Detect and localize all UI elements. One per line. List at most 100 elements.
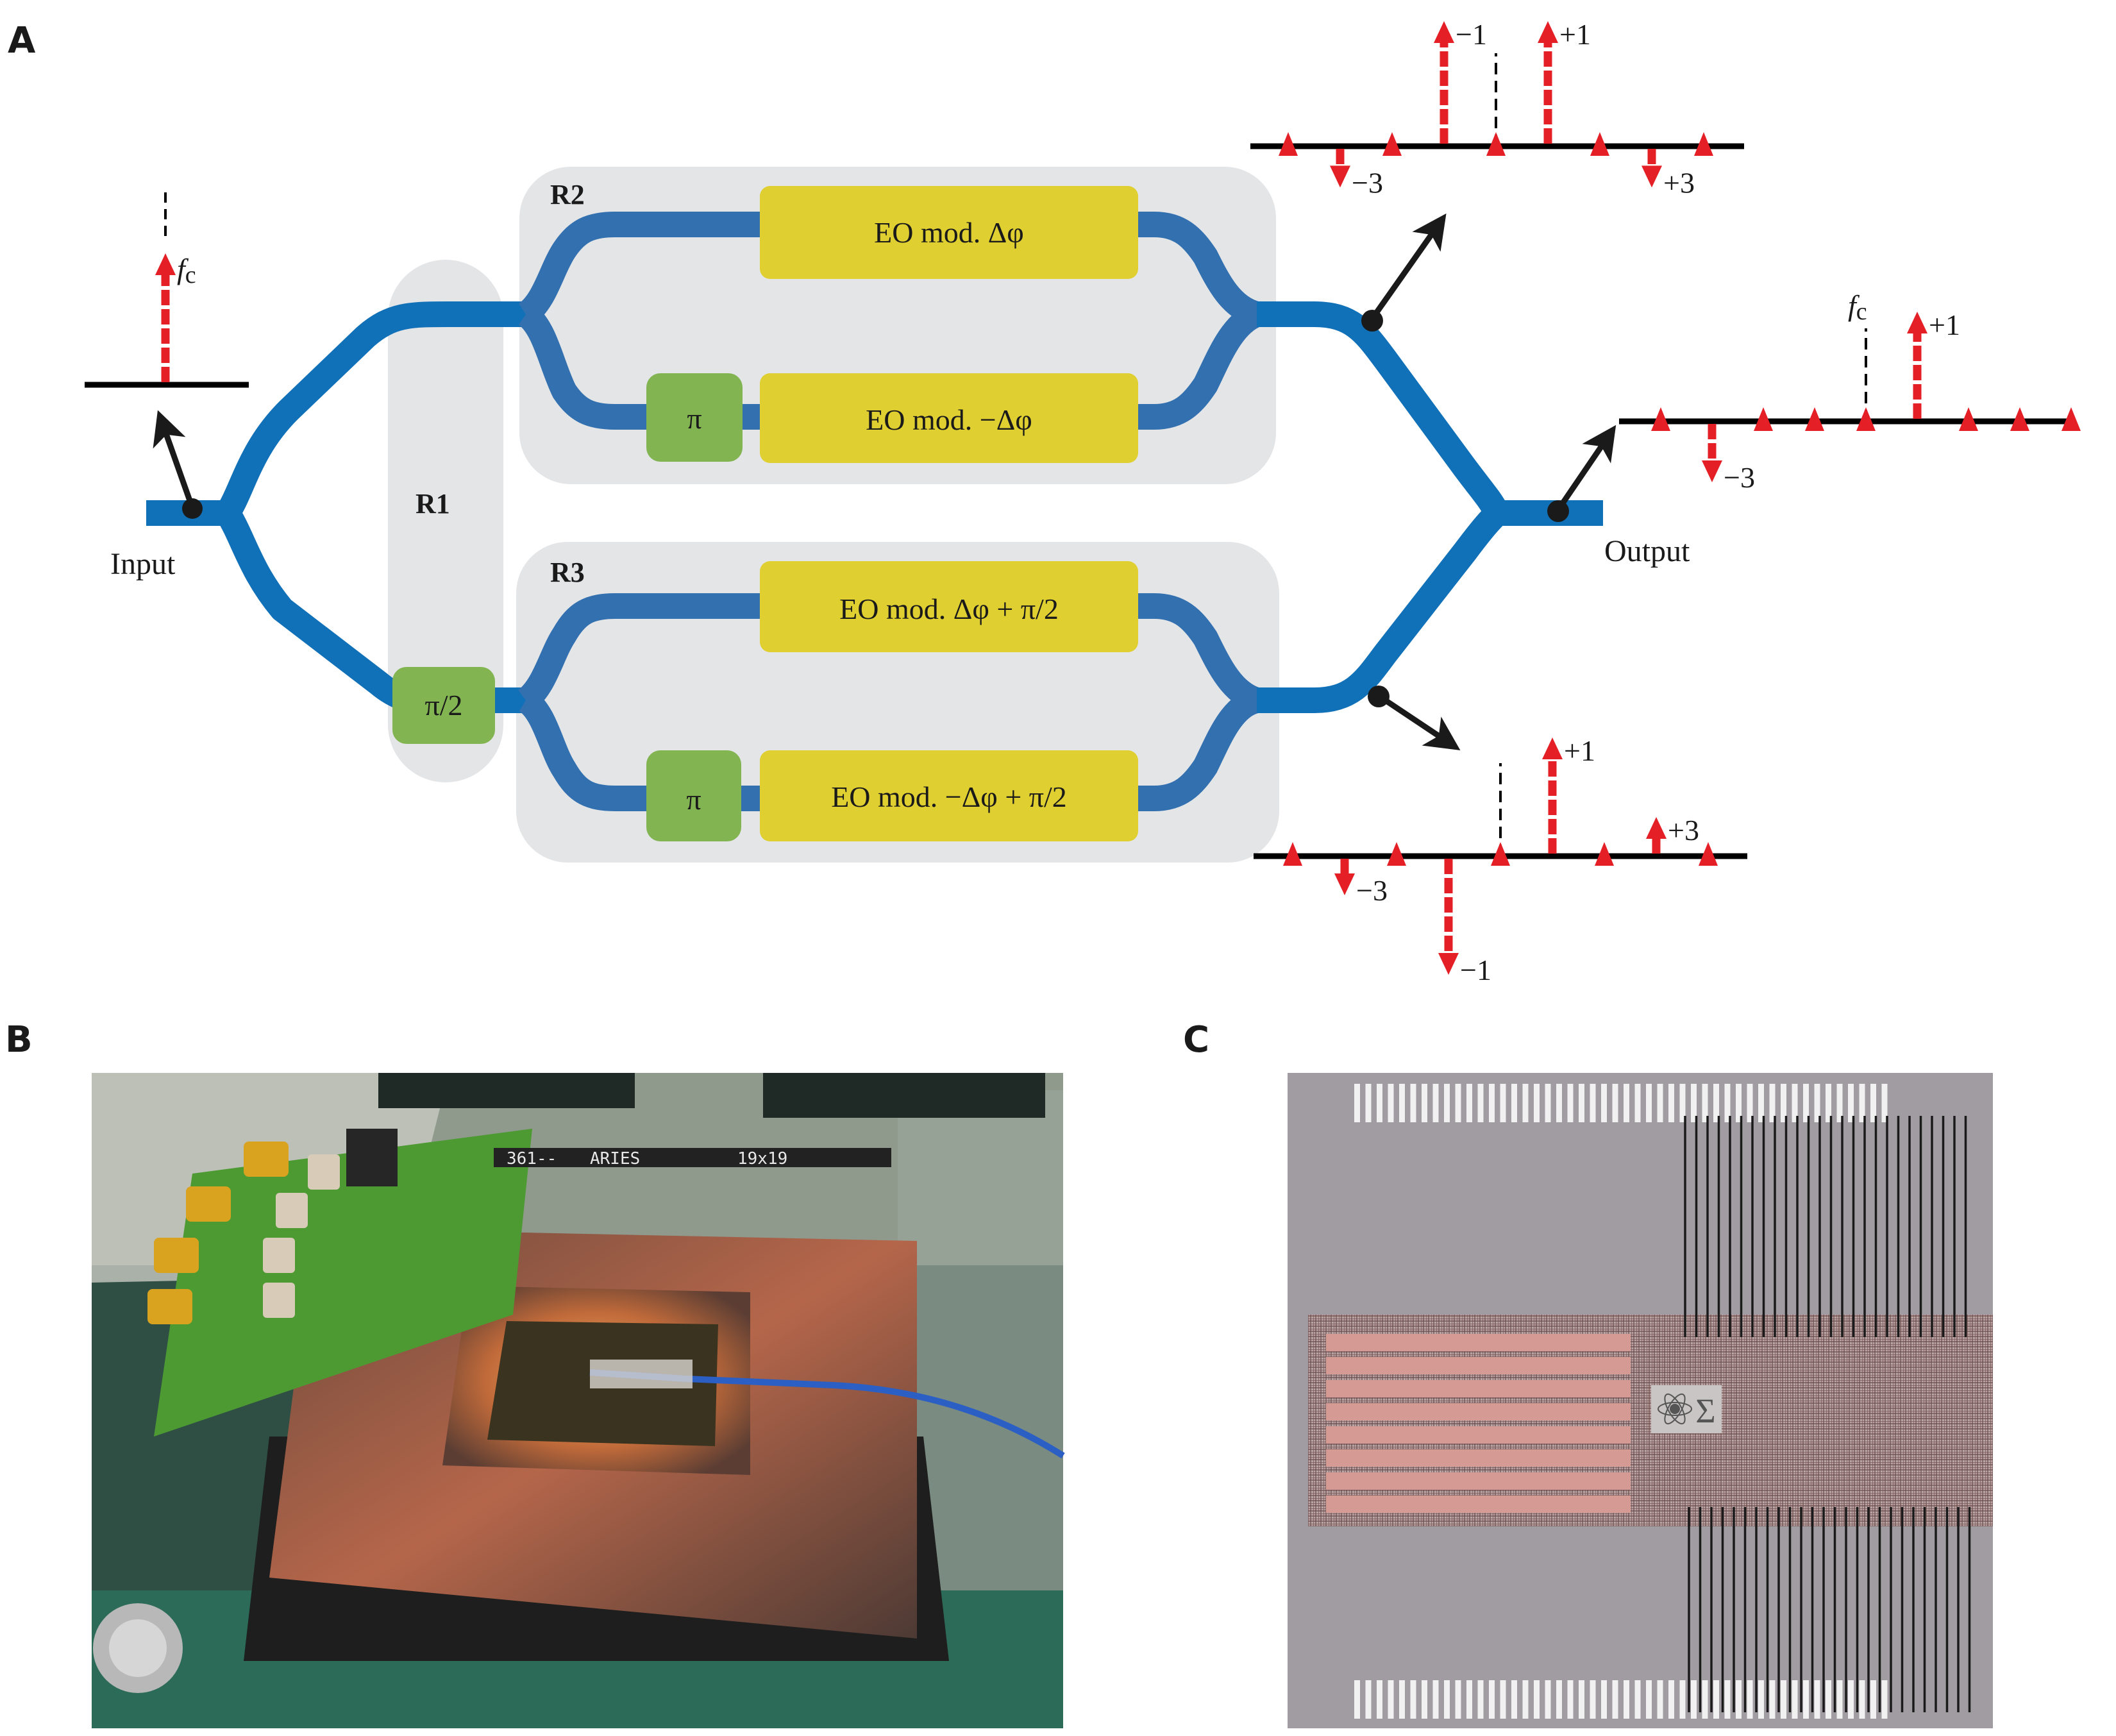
modulator-r3-top-label: EO mod. Δφ + π/2 (839, 593, 1059, 625)
bond-pad (1354, 1680, 1360, 1719)
bond-pad (1399, 1680, 1405, 1719)
sideband-label: +3 (1668, 814, 1699, 847)
bond-pad (1657, 1680, 1663, 1719)
bond-pad (1646, 1084, 1652, 1122)
bond-pad (1410, 1680, 1416, 1719)
phase-shifter-r2-label: π (687, 402, 701, 435)
probe-arrow-r2 (1370, 213, 1447, 321)
bond-pad (1422, 1680, 1427, 1719)
suppressed-marker-r2 (1486, 132, 1506, 156)
bond-pad (1870, 1680, 1876, 1719)
spectrum-r2: −3−1+1+3 (1250, 18, 1744, 199)
bond-pads-top (1354, 1084, 1888, 1122)
suppressed-marker-out (2061, 407, 2081, 431)
bond-pad (1657, 1084, 1663, 1122)
bond-pad (1836, 1084, 1843, 1122)
bond-pad (1567, 1084, 1574, 1122)
socket-label-2: ARIES (590, 1149, 640, 1168)
optical-fiber (589, 1369, 1065, 1459)
bond-pad (1679, 1084, 1686, 1122)
bond-pad (1444, 1084, 1450, 1122)
suppressed-marker-r2 (1279, 132, 1298, 156)
bond-pad (1624, 1084, 1629, 1122)
waveguide-combiner-upper (1257, 301, 1509, 519)
bond-pad (1769, 1680, 1776, 1719)
carrier-label-out: fc (1848, 289, 1867, 325)
waveguide-r3-top-out (1129, 593, 1262, 713)
sigma-logo: Σ (1695, 1392, 1715, 1430)
sideband-label: +1 (1564, 734, 1595, 767)
bond-pad (1792, 1084, 1798, 1122)
waveguide-network (146, 212, 1603, 811)
bond-pad (1758, 1680, 1764, 1719)
sideband-label: +3 (1663, 166, 1695, 199)
atom-icon (1670, 1404, 1680, 1414)
bond-pad (1747, 1680, 1753, 1719)
bond-pad (1679, 1680, 1686, 1719)
bond-pad (1691, 1084, 1697, 1122)
bond-pad (1556, 1680, 1562, 1719)
bond-pad (1724, 1084, 1731, 1122)
bond-pad (1545, 1680, 1551, 1719)
bond-pad (1668, 1084, 1674, 1122)
chip-logo (1651, 1385, 1722, 1433)
bond-pad (1466, 1680, 1472, 1719)
bond-pad (1634, 1084, 1641, 1122)
bond-pad (1365, 1680, 1372, 1719)
bond-pad (1724, 1680, 1731, 1719)
waveguide-r2-bottom-out (1129, 302, 1263, 430)
suppressed-marker-out (1754, 407, 1773, 431)
bond-pad (1601, 1680, 1607, 1719)
sideband-label: +1 (1929, 308, 1960, 341)
sideband-r2-1-head (1434, 21, 1454, 43)
waveguide-r2-top (517, 212, 760, 325)
electrode (1326, 1380, 1631, 1397)
bond-pad (1432, 1084, 1439, 1122)
suppressed-marker-r3 (1387, 842, 1406, 866)
suppressed-marker-r2 (1382, 132, 1402, 156)
bond-pad (1803, 1680, 1809, 1719)
electrode (1326, 1449, 1631, 1467)
bond-pad (1534, 1680, 1540, 1719)
sideband-r3-2-head (1542, 737, 1563, 759)
bond-pad (1713, 1084, 1719, 1122)
waveguide-r2-top-out (1129, 212, 1261, 327)
suppressed-marker-out (1651, 407, 1670, 431)
bond-pads-bottom (1354, 1680, 1888, 1719)
bond-pad (1477, 1084, 1484, 1122)
bond-pad (1377, 1084, 1382, 1122)
sideband-r2-2-head (1538, 21, 1558, 43)
spectrum-out: −3 +1 fc (1619, 289, 2081, 494)
phase-shifter-r3: π (646, 750, 741, 841)
bond-pad (1859, 1680, 1865, 1719)
modulator-r2-top: EO mod. Δφ (760, 186, 1138, 279)
waveguide-combiner-lower (1257, 503, 1507, 713)
sideband-r3-3-head (1646, 816, 1667, 839)
bond-pad (1377, 1680, 1382, 1719)
socket-label-strip (494, 1148, 891, 1167)
bond-pad (1410, 1084, 1416, 1122)
waveguide-r3-bottom (518, 689, 760, 811)
bond-pad (1422, 1084, 1427, 1122)
suppressed-marker-out (1805, 407, 1824, 431)
sideband-r3-1-head (1438, 953, 1459, 975)
electrode-array (1326, 1334, 1631, 1513)
waveguide-r3-top (517, 593, 760, 711)
panel-c-label: C (1183, 1019, 1209, 1061)
rf-pcb (154, 1129, 532, 1437)
bond-pad (1590, 1680, 1596, 1719)
sideband-out-1-head (1907, 312, 1927, 333)
bond-pad (1466, 1084, 1472, 1122)
waveguide-r3-bottom-out (1129, 687, 1261, 811)
probe-arrow-input (153, 410, 196, 509)
bond-pad (1758, 1084, 1764, 1122)
spectrum-r3: −3−1+1+3 (1254, 734, 1747, 986)
socket-label-1: 361-- (507, 1149, 557, 1168)
sideband-label: −3 (1724, 461, 1755, 494)
bond-pad (1792, 1680, 1798, 1719)
bond-pad (1511, 1680, 1517, 1719)
waveguide-r2-bottom (517, 303, 760, 430)
phase-shifter-r1: π/2 (392, 667, 495, 744)
bond-pad (1399, 1084, 1405, 1122)
